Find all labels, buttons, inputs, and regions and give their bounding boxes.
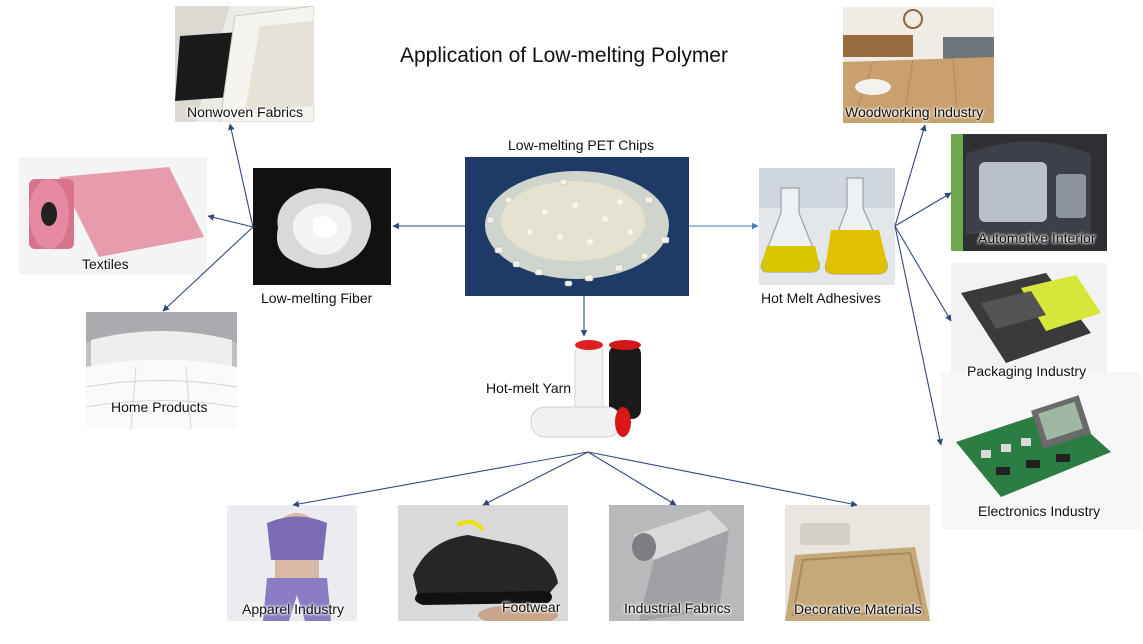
center-label: Low-melting PET Chips: [508, 137, 655, 153]
adhesive-flasks-photo: [759, 168, 895, 285]
sportswear-photo: [227, 505, 357, 621]
adhesives-label: Hot Melt Adhesives: [761, 290, 881, 306]
wood-floor-photo: [843, 7, 994, 123]
decorative-label: Decorative Materials: [794, 601, 922, 617]
electronics-label: Electronics Industry: [978, 503, 1101, 519]
home-label: Home Products: [111, 399, 208, 415]
circuit-board-photo: [941, 372, 1141, 529]
fiber-label: Low-melting Fiber: [261, 290, 373, 306]
bedding-photo: [86, 312, 237, 429]
diagram-title: Application of Low-melting Polymer: [400, 44, 728, 67]
industrial-label: Industrial Fabrics: [624, 600, 731, 616]
rug-photo: [785, 505, 930, 621]
arrow-yarn-to-industrial: [587, 451, 677, 506]
arrow-adhesive-to-automotive: [894, 192, 952, 227]
fiber-photo: [253, 168, 391, 285]
arrow-yarn-to-footwear: [482, 451, 589, 506]
yarn-spools-photo: [519, 335, 657, 451]
nonwoven-fabric-photo: [175, 6, 314, 122]
pet-chips-photo: [465, 157, 689, 296]
automotive-label: Automotive Interior: [978, 230, 1096, 246]
arrow-adhesive-to-woodworking: [894, 124, 927, 227]
packaging-label: Packaging Industry: [967, 363, 1087, 379]
coffee-bag-photo: [951, 263, 1107, 379]
filter-bag-photo: [609, 505, 744, 621]
yarn-label: Hot-melt Yarn: [486, 380, 572, 396]
arrow-yarn-to-decorative: [587, 451, 858, 508]
arrow-adhesive-to-electronics: [894, 225, 944, 446]
arrow-yarn-to-apparel: [292, 451, 589, 508]
arrow-fiber-to-textiles: [207, 214, 254, 228]
footwear-label: Footwear: [502, 599, 561, 615]
arrow-adhesive-to-packaging: [894, 225, 952, 322]
arrow-fiber-to-nonwoven: [228, 123, 254, 228]
car-interior-photo: [951, 134, 1107, 251]
apparel-label: Apparel Industry: [242, 601, 344, 617]
sneaker-photo: [398, 505, 568, 621]
woodworking-label: Woodworking Industry: [845, 104, 984, 120]
nonwoven-label: Nonwoven Fabrics: [187, 104, 303, 120]
textiles-label: Textiles: [82, 256, 129, 272]
